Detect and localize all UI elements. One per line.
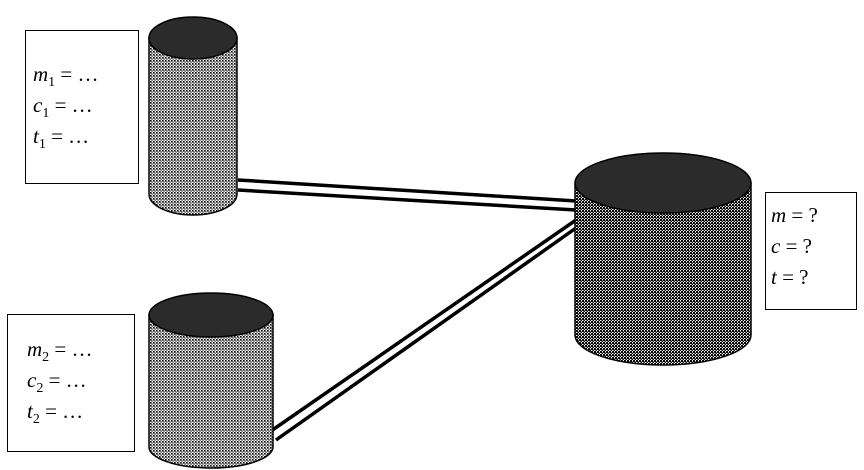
symbol: t	[771, 265, 777, 289]
mix-tank-mass-line: m = ?	[771, 203, 818, 236]
tank-2-cylinder	[148, 292, 274, 469]
tank-1-mass-line: m1 = …	[33, 62, 99, 95]
tank-2-mass-line: m2 = …	[27, 337, 93, 370]
subscript: 1	[38, 137, 46, 152]
value: = …	[49, 337, 93, 361]
tank-2-body	[148, 314, 274, 469]
mix-tank-cylinder	[574, 152, 752, 366]
tank-1-body	[148, 37, 238, 216]
subscript: 2	[36, 381, 44, 396]
symbol: t	[33, 124, 39, 148]
subscript: 2	[42, 350, 50, 365]
subscript: 2	[32, 412, 40, 427]
tank-1-top	[148, 16, 238, 60]
value: = …	[55, 62, 99, 86]
tank-2-temperature-line: t2 = …	[27, 399, 83, 432]
subscript: 1	[48, 75, 56, 90]
value: = …	[49, 93, 93, 117]
tank-1-concentration-line: c1 = …	[33, 93, 93, 126]
value: = ?	[786, 203, 818, 227]
mix-tank-label-box: m = ? c = ? t = ?	[765, 192, 857, 310]
mix-tank-body	[574, 182, 752, 366]
tank-2-top	[148, 292, 274, 338]
tank-1-cylinder	[148, 16, 238, 216]
value: = ?	[780, 234, 812, 258]
symbol: c	[771, 234, 781, 258]
tank-1-temperature-line: t1 = …	[33, 124, 89, 157]
value: = …	[39, 399, 84, 423]
symbol: m	[27, 337, 43, 361]
tank-2-concentration-line: c2 = …	[27, 368, 87, 401]
mix-tank-concentration-line: c = ?	[771, 234, 812, 267]
subscript: 1	[42, 106, 50, 121]
tank-1-label-box: m1 = … c1 = … t1 = …	[25, 30, 139, 184]
symbol: m	[771, 203, 787, 227]
pipe-tank2-to-mix	[270, 218, 578, 442]
value: = ?	[776, 265, 809, 289]
value: = …	[45, 124, 90, 148]
mix-tank-temperature-line: t = ?	[771, 265, 809, 298]
tank-2-label-box: m2 = … c2 = … t2 = …	[7, 314, 135, 452]
symbol: c	[33, 93, 43, 117]
value: = …	[43, 368, 87, 392]
pipe-tank1-to-mix	[237, 178, 577, 212]
symbol: m	[33, 62, 49, 86]
symbol: t	[27, 399, 33, 423]
symbol: c	[27, 368, 37, 392]
mix-tank-top	[574, 152, 752, 214]
